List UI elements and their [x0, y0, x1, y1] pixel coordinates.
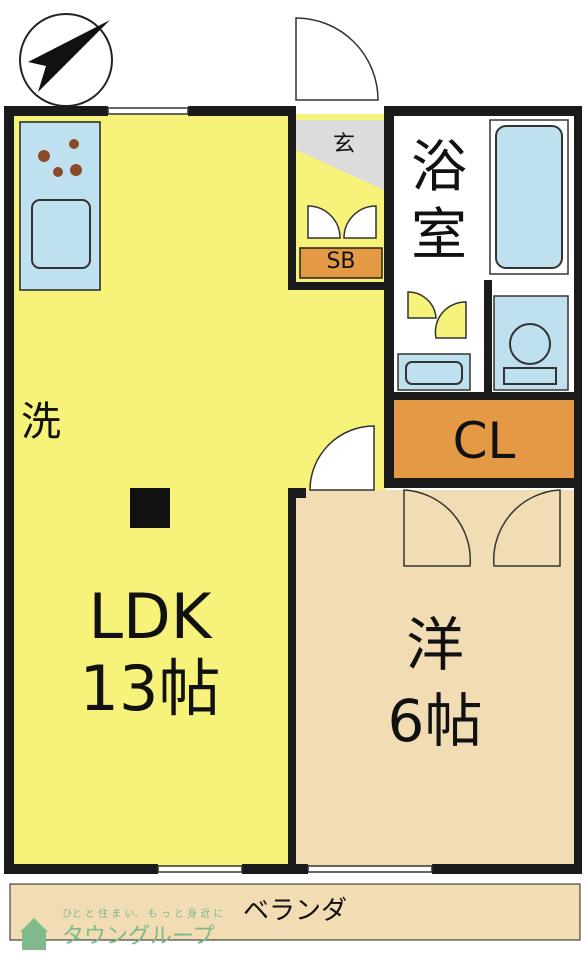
western-name: 洋 [405, 611, 464, 679]
watermark-tagline: ひと と 住 ま い、 も っ と 身 近 に [62, 909, 224, 920]
bathtub-icon [495, 125, 563, 269]
western-size: 6帖 [387, 687, 483, 755]
entrance-label: 玄 [332, 132, 355, 157]
sink-icon [31, 199, 91, 269]
pillar-icon [130, 488, 170, 528]
toilet-icon [503, 323, 557, 385]
washer-area [14, 396, 68, 454]
closet-label: CL [452, 412, 516, 470]
windows [107, 107, 433, 873]
ldk-size: 13帖 [79, 652, 221, 725]
bath-wall-panel [489, 119, 569, 275]
entrance-floor [296, 120, 384, 190]
ldk-name: LDK [88, 580, 212, 653]
walls [4, 106, 582, 874]
closet-area [394, 400, 574, 478]
washbasin-icon [397, 353, 471, 391]
bath-label-line2: 室 [411, 203, 467, 268]
veranda-label: ベランダ [242, 896, 347, 926]
shoe-box-label: SB [326, 249, 356, 274]
stove-icon [38, 139, 82, 177]
washer-label: 洗 [21, 399, 61, 445]
shoe-box [299, 247, 383, 279]
north-arrow-icon [19, 13, 113, 107]
bath-label-line1: 浴 [411, 135, 467, 200]
veranda-floor [9, 883, 581, 941]
watermark-company: タウングループ [62, 924, 215, 949]
door-swings [295, 17, 561, 567]
house-logo-icon [20, 918, 48, 950]
